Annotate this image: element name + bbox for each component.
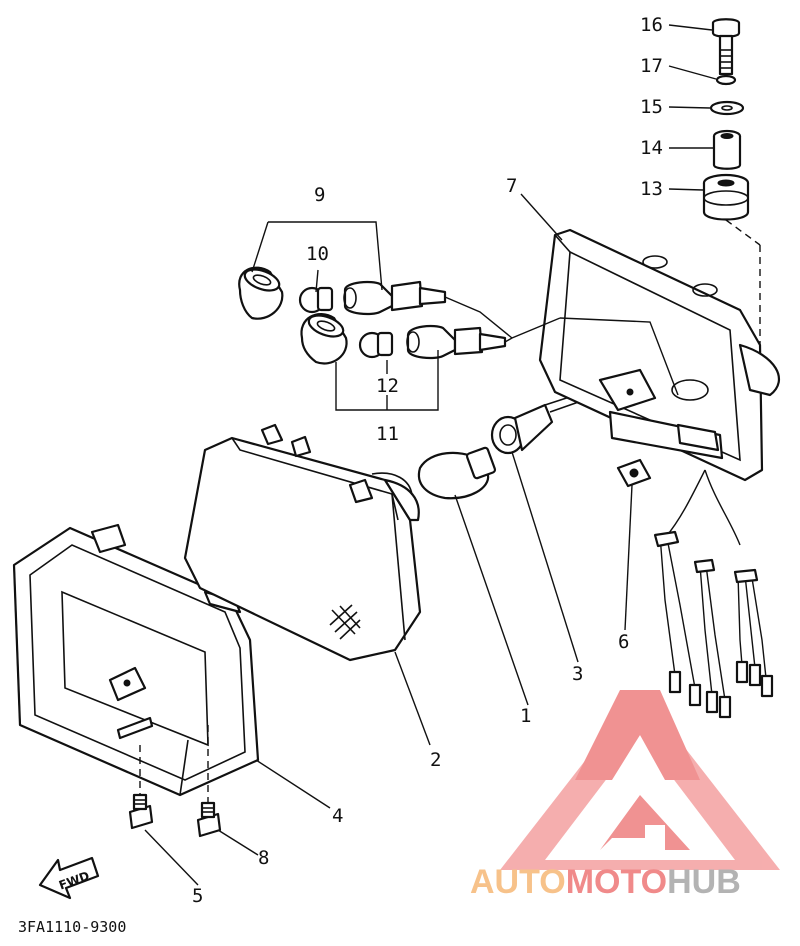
watermark-logo [500, 690, 780, 870]
callout-14: 14 [640, 137, 663, 159]
washer-15 [709, 100, 745, 116]
watermark-part-hub: HUB [667, 863, 741, 901]
watermark-part-moto: MOTO [566, 863, 667, 901]
callout-4: 4 [332, 805, 343, 827]
headlight-bulb [417, 446, 497, 500]
callout-labels: 16 17 15 14 13 7 9 10 12 11 6 3 1 2 4 8 … [192, 14, 663, 907]
hatch-mark [329, 604, 361, 640]
callout-16: 16 [640, 14, 663, 36]
nut-clip-6 [616, 458, 652, 488]
position-light-holder-9 [343, 280, 447, 316]
callout-17: 17 [640, 55, 663, 77]
callout-11: 11 [376, 423, 399, 445]
diagram-code: 3FA1110-9300 [18, 918, 126, 936]
callout-5: 5 [192, 885, 203, 907]
callout-2: 2 [430, 749, 441, 771]
leader-lines [144, 24, 717, 886]
headlight-unit [183, 423, 422, 662]
callout-9: 9 [314, 184, 325, 206]
watermark-text: AUTOMOTOHUB [470, 863, 741, 901]
callout-3: 3 [572, 663, 583, 685]
callout-1: 1 [520, 705, 531, 727]
headlight-housing [538, 228, 781, 482]
callout-8: 8 [258, 847, 269, 869]
position-light-holder-11 [406, 324, 507, 360]
bolt-16 [711, 18, 741, 76]
position-light-socket-9 [238, 266, 284, 320]
screw-5 [128, 793, 154, 830]
callout-13: 13 [640, 178, 663, 200]
callout-15: 15 [640, 96, 663, 118]
fwd-arrow: FWD [38, 856, 100, 900]
callout-6: 6 [618, 631, 629, 653]
screw-8 [196, 801, 222, 838]
wire-harness [653, 469, 774, 719]
watermark-part-auto: AUTO [470, 863, 566, 901]
position-light-bulb-10 [298, 286, 334, 314]
bulb-socket [490, 391, 591, 455]
grommet-13 [702, 173, 750, 221]
headlight-case [12, 523, 260, 797]
callout-12: 12 [376, 375, 399, 397]
lock-washer-17 [715, 74, 737, 86]
position-light-bulb-12 [358, 331, 394, 359]
callout-7: 7 [506, 175, 517, 197]
collar-14 [712, 129, 742, 170]
position-light-socket-11 [300, 312, 348, 365]
callout-10: 10 [306, 243, 329, 265]
